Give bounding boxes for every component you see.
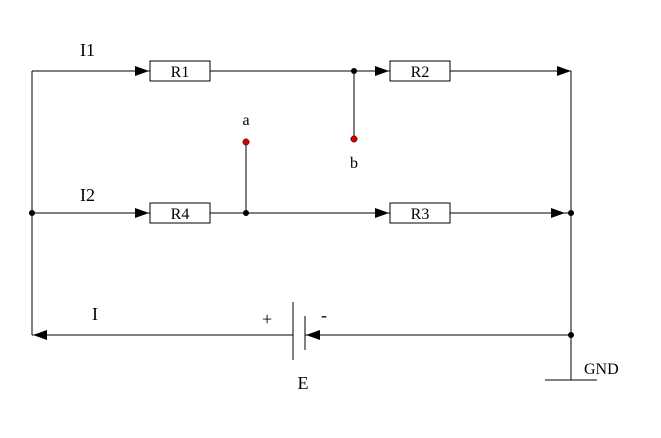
resistor-r1-label: R1 [171,64,190,81]
resistor-r4-label: R4 [171,206,190,223]
junction-mid-a [243,210,249,216]
terminal-b [350,135,358,143]
arrow-i1 [135,66,149,76]
current-i-label: I [92,304,98,324]
arrow-i-total [33,330,47,340]
terminal-a [242,138,250,146]
junction-left-mid [29,210,35,216]
arrow-to-battery [306,330,320,340]
junction-top-b [351,68,357,74]
battery-plus-label: + [262,309,272,329]
arrow-top-right [557,66,571,76]
resistor-r4: R4 [149,202,211,224]
resistor-r2-label: R2 [411,64,430,81]
current-i2-label: I2 [80,185,95,205]
arrow-to-r3 [375,208,389,218]
resistor-r2: R2 [389,60,451,82]
arrow-to-r2 [375,66,389,76]
ground-label: GND [584,361,619,378]
battery [292,302,306,360]
arrow-i2 [135,208,149,218]
resistor-r3-label: R3 [411,206,430,223]
resistor-r3: R3 [389,202,451,224]
terminal-b-label: b [350,155,358,172]
battery-minus-label: - [321,305,327,325]
terminal-a-label: a [242,112,249,129]
resistor-r1: R1 [149,60,211,82]
current-i1-label: I1 [80,40,95,60]
arrow-mid-right [551,208,565,218]
junction-right-bottom [568,332,574,338]
junction-right-mid [568,210,574,216]
battery-label: E [298,373,309,393]
